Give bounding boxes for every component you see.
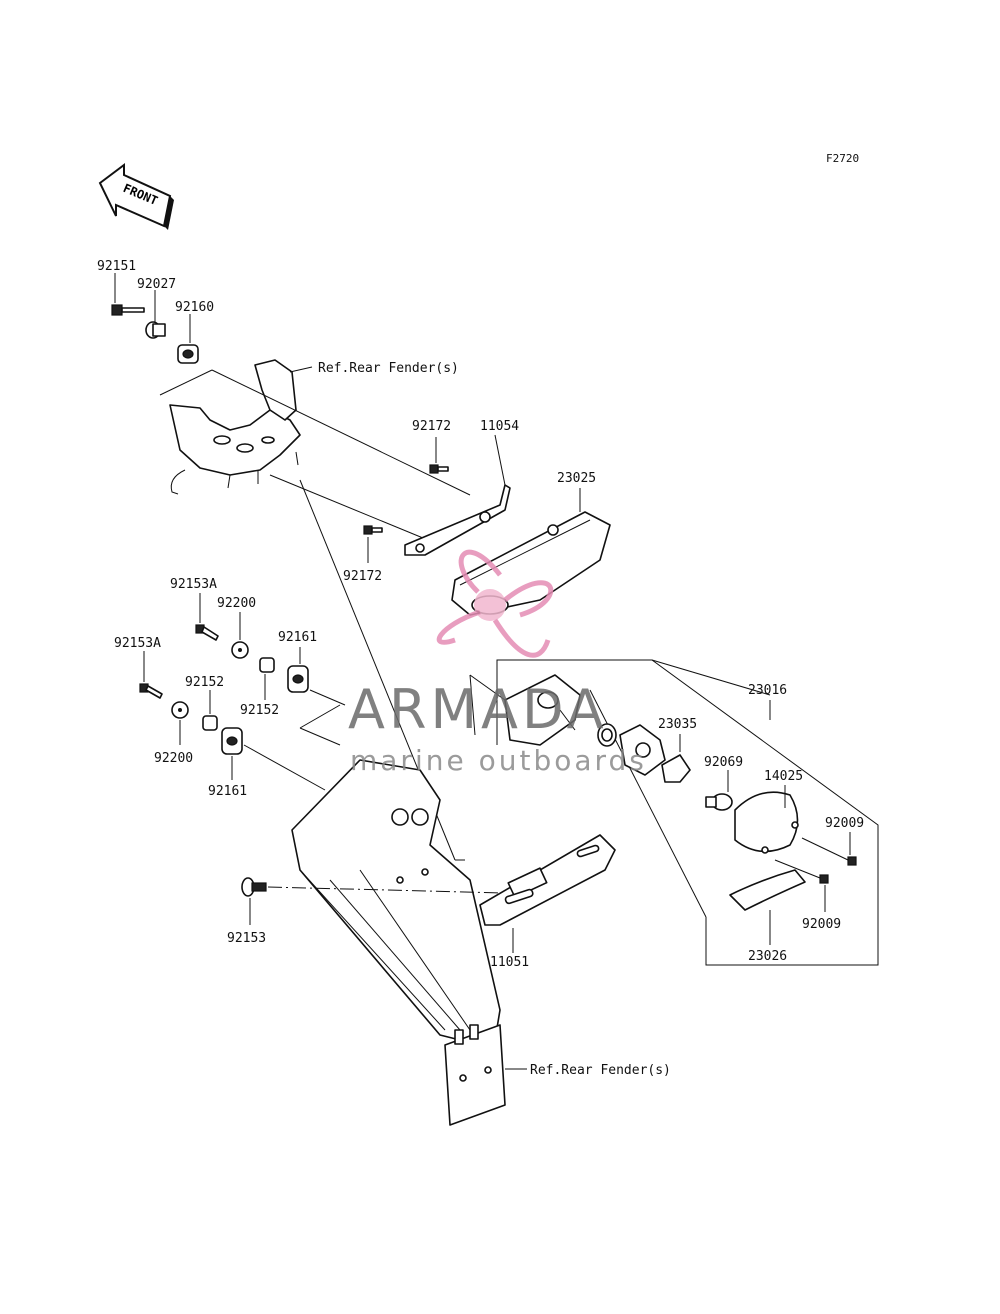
- grommet-92161-lower: [221, 727, 243, 755]
- watermark: ARMADA marine outboards: [348, 549, 647, 777]
- grommet-92161-upper: [287, 665, 309, 693]
- screw-92172-top: [429, 464, 449, 474]
- callout-92153A-upper: 92153A: [170, 577, 217, 592]
- callout-92069: 92069: [704, 755, 743, 770]
- callout-92151: 92151: [97, 259, 136, 274]
- screw-92009-lower: [774, 859, 829, 884]
- bolt-92153A-lower: [139, 683, 163, 699]
- grommet-92160: [177, 344, 199, 364]
- lamp-housing: [504, 674, 581, 746]
- front-direction-arrow-icon: FRONT: [98, 163, 174, 230]
- callout-92009-upper: 92009: [825, 816, 864, 831]
- washer-92200-lower: [171, 701, 189, 719]
- spacer-92152-lower: [202, 715, 218, 731]
- callout-11051: 11051: [490, 955, 529, 970]
- callout-92152-right: 92152: [240, 703, 279, 718]
- collar-92027: [145, 321, 166, 339]
- bulb-socket: [619, 724, 666, 776]
- license-plate-mount: [444, 1024, 506, 1126]
- bolt-92153: [241, 877, 267, 897]
- screw-92172-bottom: [363, 525, 383, 535]
- reflector-bracket-11051: [479, 834, 616, 926]
- watermark-tagline: marine outboards: [350, 744, 647, 777]
- callout-92161-upper: 92161: [278, 630, 317, 645]
- figure-code: F2720: [826, 152, 859, 165]
- callout-92172-bottom: 92172: [343, 569, 382, 584]
- watermark-brand: ARMADA: [348, 678, 608, 741]
- callout-23016: 23016: [748, 683, 787, 698]
- callout-14025: 14025: [764, 769, 803, 784]
- bulb-92069: [705, 793, 733, 811]
- plate-11054: [404, 484, 511, 556]
- connector-23035: [661, 754, 691, 783]
- spacer-92152-upper: [259, 657, 275, 673]
- callout-92161-lower: 92161: [208, 784, 247, 799]
- lens-14025: [734, 791, 799, 854]
- callout-ref-rear-fender-bottom: Ref.Rear Fender(s): [530, 1063, 671, 1078]
- callout-23035: 23035: [658, 717, 697, 732]
- callout-92172-top: 92172: [412, 419, 451, 434]
- callout-92009-lower: 92009: [802, 917, 841, 932]
- callout-11054: 11054: [480, 419, 519, 434]
- screw-92009-right: [801, 837, 857, 866]
- callout-92160: 92160: [175, 300, 214, 315]
- callout-ref-rear-fender-top: Ref.Rear Fender(s): [318, 361, 459, 376]
- socket-ring: [597, 723, 617, 747]
- callout-92200-upper: 92200: [217, 596, 256, 611]
- bolt-92151: [111, 304, 145, 316]
- seat-bracket: [169, 359, 301, 495]
- rear-fender-bracket: [291, 759, 501, 1041]
- callout-23026: 23026: [748, 949, 787, 964]
- callout-92153: 92153: [227, 931, 266, 946]
- propeller-logo-icon: [436, 549, 554, 658]
- lens-cover-23026: [729, 869, 806, 911]
- washer-92200-upper: [231, 641, 249, 659]
- callout-92200-lower: 92200: [154, 751, 193, 766]
- callout-92027: 92027: [137, 277, 176, 292]
- callout-92153A-lower: 92153A: [114, 636, 161, 651]
- callout-23025: 23025: [557, 471, 596, 486]
- callout-92152-left: 92152: [185, 675, 224, 690]
- bolt-92153A-upper: [195, 624, 219, 641]
